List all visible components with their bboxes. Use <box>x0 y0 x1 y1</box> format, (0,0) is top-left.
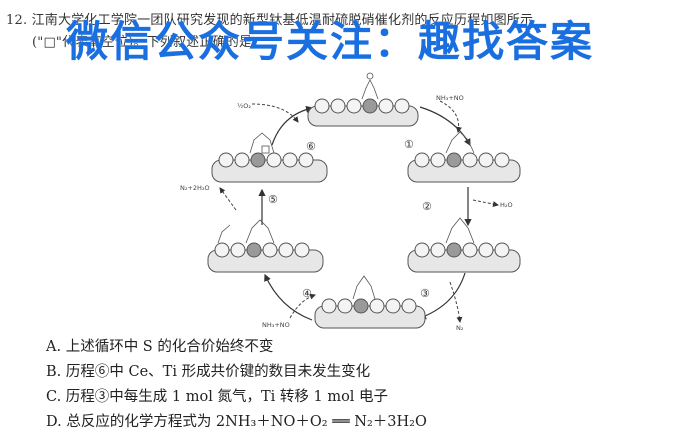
n2-label: N₂ <box>456 324 464 332</box>
cycle-arrow-top-right <box>419 106 471 147</box>
answer-options: A. 上述循环中 S 的化合价始终不变 B. 历程⑥中 Ce、Ti 形成共价键的… <box>46 335 427 435</box>
cycle-arrow-top-left <box>271 105 314 146</box>
question-stem-line-2: ("□"代表氧空位)。下列叙述正确的是 <box>32 35 253 50</box>
step-label-6: ⑥ <box>306 140 316 153</box>
nh3-no-label-top: NH₃+NO <box>436 94 464 102</box>
catalyst-surface-left-upper <box>211 132 328 183</box>
cycle-arrow-bottom-right <box>418 272 466 320</box>
step-label-1: ① <box>404 138 414 151</box>
nh3-no-label-bottom: NH₃+NO <box>262 321 290 329</box>
option-a[interactable]: A. 上述循环中 S 的化合价始终不变 <box>46 339 274 355</box>
catalyst-surface-right-upper <box>407 131 521 183</box>
nh3-no-input-arrow-bottom <box>289 293 316 319</box>
catalyst-surface-right-lower <box>407 217 521 273</box>
n2-output-arrow <box>449 281 463 323</box>
question-stem-line-1: 12. 江南大学化工学院一团队研究发现的新型钛基低温耐硫脱硝催化剂的反应历程如图… <box>6 13 534 28</box>
o2-label: ½O₂ <box>237 102 251 110</box>
h2o-label: H₂O <box>500 201 513 209</box>
n2-h2o-output-arrow <box>219 187 237 211</box>
step-label-2: ② <box>422 200 432 213</box>
h2o-output-arrow <box>472 199 499 207</box>
nh3-no-input-arrow-top <box>439 100 462 133</box>
option-c[interactable]: C. 历程③中每生成 1 mol 氮气，Ti 转移 1 mol 电子 <box>46 389 389 405</box>
cycle-arrow-bottom-left <box>264 273 313 321</box>
option-d[interactable]: D. 总反应的化学方程式为 2NH₃＋NO＋O₂ ══ N₂＋3H₂O <box>46 414 427 430</box>
option-b[interactable]: B. 历程⑥中 Ce、Ti 形成共价键的数目未发生变化 <box>46 364 371 380</box>
o2-input-arrow <box>251 103 299 123</box>
step-label-5: ⑤ <box>268 193 278 206</box>
watermark-text: 微信公众号关注：趣找答案 <box>66 17 595 66</box>
catalyst-surface-left-lower <box>207 219 324 273</box>
step-label-4: ④ <box>302 287 312 300</box>
catalyst-surface-bottom <box>314 275 426 329</box>
catalyst-surface-top <box>307 72 419 127</box>
n2-2h2o-label: N₂+2H₂O <box>180 184 210 192</box>
step-label-3: ③ <box>420 287 430 300</box>
